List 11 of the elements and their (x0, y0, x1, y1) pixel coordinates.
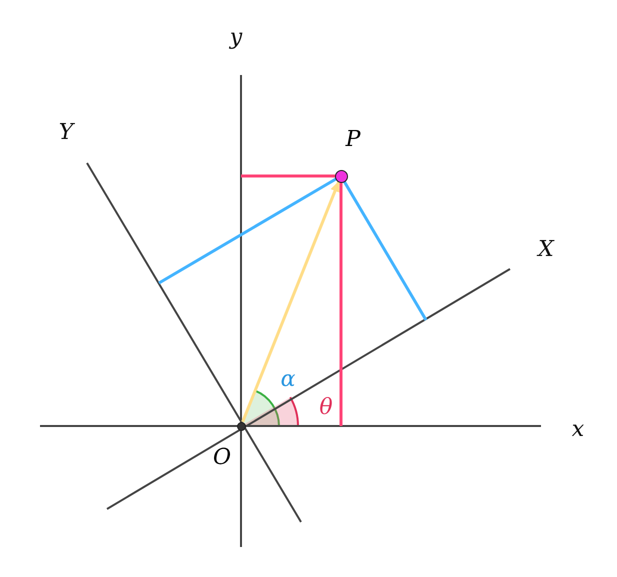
angle-label: θ (319, 397, 333, 419)
point-label: P (346, 129, 360, 151)
axis-label: x (572, 419, 584, 441)
point (334, 170, 348, 182)
axis-label: X (538, 239, 554, 261)
vector-arrow (241, 180, 340, 422)
origin-point (236, 422, 246, 430)
angle-label: α (280, 369, 296, 391)
axis-label: y (230, 27, 242, 49)
axis-label: Y (58, 122, 74, 144)
point-label: O (212, 447, 232, 469)
